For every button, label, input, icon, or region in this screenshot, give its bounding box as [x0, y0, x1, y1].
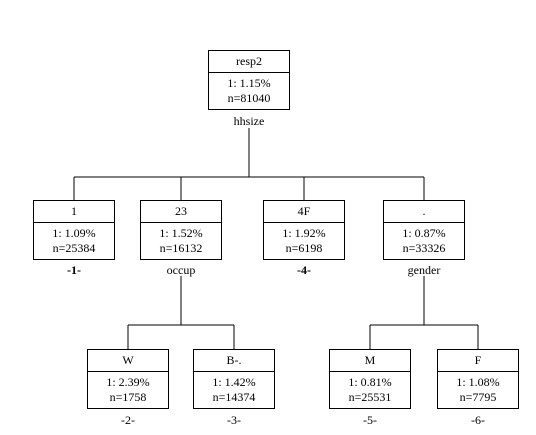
node-count: n=33326: [402, 241, 446, 255]
node-stat: 1: 1.08%: [456, 375, 500, 389]
node-count: n=25531: [348, 390, 392, 404]
leaf-index-5: -5-: [363, 413, 377, 427]
node-stat: 1: 0.87%: [402, 226, 446, 240]
node-root[interactable]: resp2 1: 1.15% n=81040: [208, 50, 290, 110]
node-dot[interactable]: . 1: 0.87% n=33326: [383, 200, 465, 260]
node-count: n=25384: [52, 241, 96, 255]
node-23[interactable]: 23 1: 1.52% n=16132: [140, 200, 222, 260]
node-label: 23: [141, 201, 221, 223]
split-variable-23: occup: [166, 263, 196, 277]
leaf-index-3: -3-: [227, 413, 241, 427]
node-stat: 1: 2.39%: [106, 375, 150, 389]
split-variable-root: hhsize: [233, 114, 265, 128]
node-f[interactable]: F 1: 1.08% n=7795: [437, 349, 519, 409]
node-stat: 1: 1.15%: [227, 76, 271, 90]
node-label: W: [88, 350, 168, 372]
node-count: n=81040: [227, 91, 271, 105]
node-count: n=16132: [159, 241, 203, 255]
node-stat: 1: 1.92%: [282, 226, 326, 240]
node-count: n=14374: [212, 390, 256, 404]
leaf-index-6: -6-: [471, 413, 485, 427]
split-variable-dot: gender: [407, 263, 441, 277]
node-4f[interactable]: 4F 1: 1.92% n=6198: [263, 200, 345, 260]
node-w[interactable]: W 1: 2.39% n=1758: [87, 349, 169, 409]
leaf-index-1: -1-: [67, 263, 81, 277]
node-b[interactable]: B-. 1: 1.42% n=14374: [193, 349, 275, 409]
leaf-index-2: -2-: [121, 413, 135, 427]
node-label: .: [384, 201, 464, 223]
node-label: F: [438, 350, 518, 372]
node-label: B-.: [194, 350, 274, 372]
node-stat: 1: 1.09%: [52, 226, 96, 240]
node-1[interactable]: 1 1: 1.09% n=25384: [33, 200, 115, 260]
node-label: 1: [34, 201, 114, 223]
node-stat: 1: 1.42%: [212, 375, 256, 389]
node-label: 4F: [264, 201, 344, 223]
node-count: n=7795: [459, 390, 497, 404]
node-m[interactable]: M 1: 0.81% n=25531: [329, 349, 411, 409]
leaf-index-4: -4-: [297, 263, 311, 277]
node-count: n=6198: [285, 241, 323, 255]
node-stat: 1: 1.52%: [159, 226, 203, 240]
node-stat: 1: 0.81%: [348, 375, 392, 389]
node-label: M: [330, 350, 410, 372]
node-count: n=1758: [109, 390, 147, 404]
node-label: resp2: [209, 51, 289, 73]
